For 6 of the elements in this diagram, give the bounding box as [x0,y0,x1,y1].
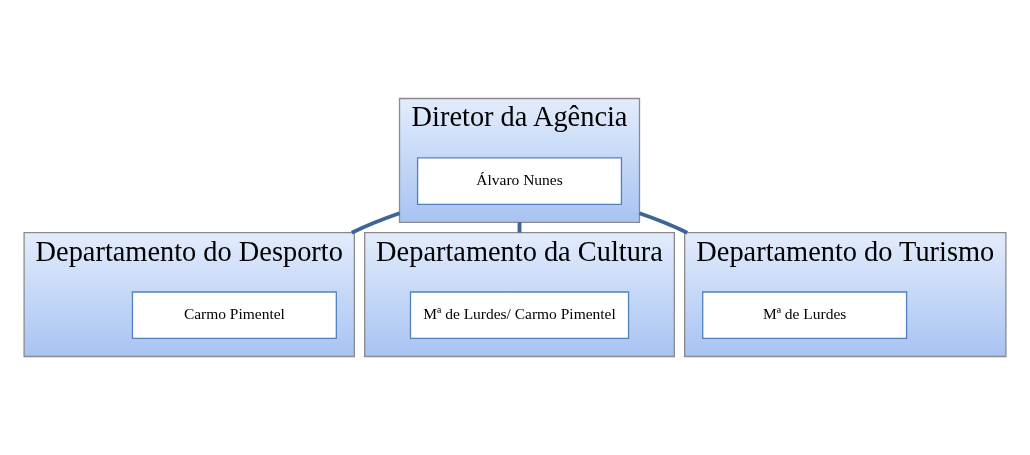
node-box: Carmo Pimentel [131,291,337,340]
connector [638,211,689,235]
node-box: Mª de Lurdes [702,291,908,340]
node-box: Mª de Lurdes/ Carmo Pimentel [409,291,630,340]
connector [350,211,401,235]
node-box: Álvaro Nunes [416,157,623,205]
